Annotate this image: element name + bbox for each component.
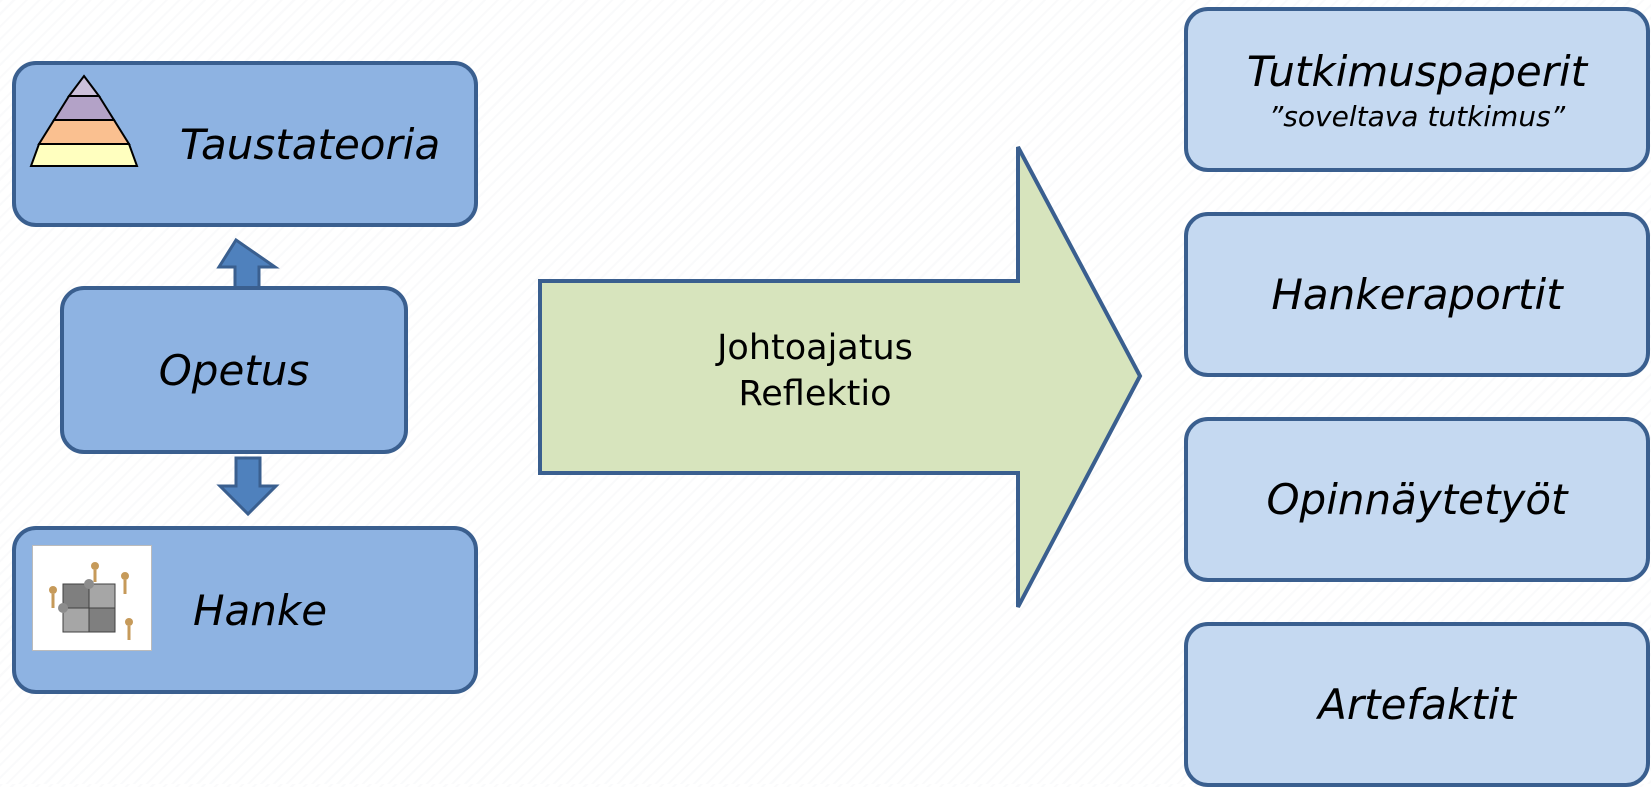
output-box-research-papers: Tutkimuspaperit ”soveltava tutkimus” (1184, 7, 1650, 172)
output-box-project-reports: Hankeraportit (1184, 212, 1650, 377)
arrow-line-reflection: Reflektio (738, 374, 892, 414)
puzzle-people-icon (32, 545, 152, 651)
output-label: Opinnäytetyöt (1266, 475, 1568, 524)
output-label: Tutkimuspaperit (1246, 46, 1588, 96)
down-arrow-connector (216, 456, 280, 517)
output-box-theses: Opinnäytetyöt (1184, 417, 1650, 582)
main-flow-arrow-label: Johtoajatus Reflektio (620, 325, 1010, 417)
theory-label: Taustateoria (179, 119, 441, 169)
teaching-box: Opetus (60, 286, 408, 454)
output-box-artefacts: Artefaktit (1184, 622, 1650, 787)
teaching-label: Opetus (158, 345, 310, 395)
output-sublabel: ”soveltava tutkimus” (1268, 99, 1566, 133)
arrow-line-guiding-idea: Johtoajatus (717, 328, 913, 368)
main-flow-arrow (538, 146, 1143, 608)
pyramid-icon (29, 74, 139, 167)
output-label: Hankeraportit (1271, 270, 1563, 319)
output-label: Artefaktit (1318, 680, 1516, 729)
up-arrow-connector (216, 237, 280, 292)
project-label: Hanke (192, 585, 328, 635)
